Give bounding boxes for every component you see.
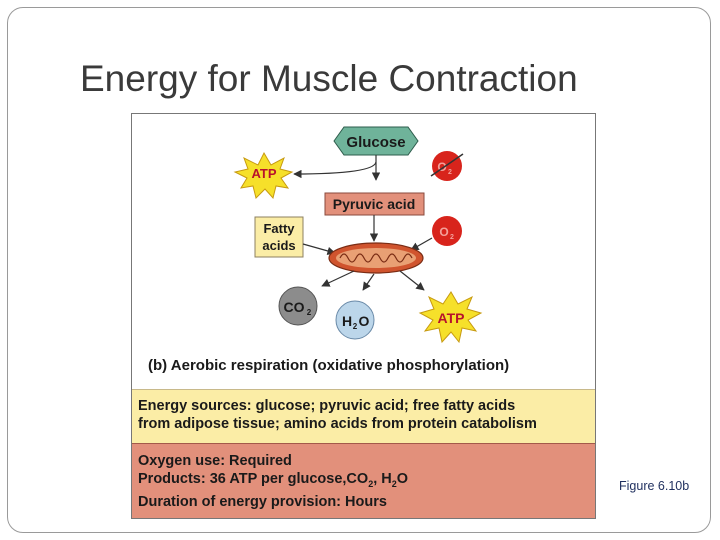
atp-right-label: ATP xyxy=(438,310,465,326)
energy-sources-panel: Energy sources: glucose; pyruvic acid; f… xyxy=(132,389,595,443)
pathway-diagram: Glucose ATP O 2 Pyruvic acid Fatty acids xyxy=(148,126,509,374)
figure-caption: Figure 6.10b xyxy=(619,479,690,493)
figure-aerobic-respiration: Glucose ATP O 2 Pyruvic acid Fatty acids xyxy=(131,113,596,519)
duration-line: Duration of energy provision: Hours xyxy=(138,493,387,510)
h2o-sub: 2 xyxy=(353,322,358,331)
o2-crossed-sub: 2 xyxy=(448,169,452,176)
co2-node: CO 2 xyxy=(278,286,318,326)
atp-left-label: ATP xyxy=(251,166,276,181)
o2-sub: 2 xyxy=(450,234,454,241)
glucose-node: Glucose xyxy=(333,126,419,156)
oxygen-use-panel: Oxygen use: Required Products: 36 ATP pe… xyxy=(132,443,595,518)
products-sub2: 2 xyxy=(391,478,397,489)
mitochondrion xyxy=(328,242,424,274)
products-line: Products: 36 ATP per glucose,CO2, H2O xyxy=(138,470,595,493)
slide-title: Energy for Muscle Contraction xyxy=(80,58,578,99)
arrow-to-atp-left xyxy=(293,161,377,179)
arrow-mito-h2o xyxy=(362,273,375,291)
o2-node: O 2 xyxy=(432,216,462,246)
o2-crossed-o: O xyxy=(437,160,446,174)
arrow-mito-co2 xyxy=(321,270,355,287)
h2o-h: H xyxy=(342,313,352,329)
products-sub1: 2 xyxy=(368,478,374,489)
o2-crossed-node: O 2 xyxy=(430,151,464,181)
oxygen-use-line: Oxygen use: Required xyxy=(138,453,292,469)
fatty-acids-line2: acids xyxy=(262,238,295,253)
products-prefix: Products: 36 ATP per glucose,CO xyxy=(138,471,369,487)
energy-sources-line1: Energy sources: glucose; pyruvic acid; f… xyxy=(138,398,516,414)
atp-star-right: ATP xyxy=(418,291,483,344)
h2o-node: H 2 O xyxy=(335,300,375,340)
co2-sub: 2 xyxy=(307,308,312,317)
fatty-acids-line1: Fatty xyxy=(263,221,295,236)
products-mid: , H xyxy=(373,471,392,487)
panel-label: (b) Aerobic respiration (oxidative phosp… xyxy=(148,357,509,374)
cross-out-line xyxy=(430,153,464,177)
fatty-acids-node: Fatty acids xyxy=(254,216,304,258)
glucose-label: Glucose xyxy=(346,134,405,151)
co2-co: CO xyxy=(284,299,305,315)
o2-o: O xyxy=(439,225,448,239)
arrow-o2-mito xyxy=(410,237,433,251)
arrow-fatty-mito xyxy=(302,243,336,255)
h2o-o: O xyxy=(359,313,370,329)
pyruvic-acid-node: Pyruvic acid xyxy=(324,192,425,216)
products-suffix: O xyxy=(396,471,409,487)
pyruvic-acid-label: Pyruvic acid xyxy=(333,196,416,212)
energy-sources-line2: from adipose tissue; amino acids from pr… xyxy=(138,416,537,432)
arrow-mito-atp xyxy=(399,270,425,291)
atp-star-left: ATP xyxy=(233,151,294,200)
